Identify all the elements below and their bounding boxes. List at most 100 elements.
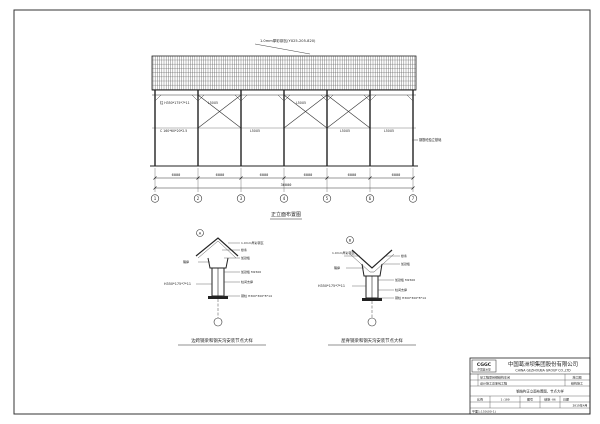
brace-label-2: L50X5: [250, 129, 260, 133]
axis-bubble-1: [150, 194, 160, 203]
front-elevation: 1.0mm厚彩钢瓦(YX25-205-820) 柱 H350*175*7*11 …: [150, 38, 441, 220]
knee-right-4: [283, 94, 291, 102]
logo-sub: 中国葛洲坝: [478, 368, 491, 372]
discipline-cell: 结构施工: [571, 381, 583, 386]
detail-right-roof: [351, 249, 393, 269]
span-dim-2: 6000: [216, 173, 225, 177]
detail-left: A 1.0mm厚彩钢瓦 檩条 加劲板 隅撑 加劲板 M1500 H350*175…: [164, 229, 272, 346]
detail-left-label-stiffener: 加劲板: [241, 255, 250, 260]
detail-right-gutter: [361, 263, 383, 277]
axis-bubble-6: [365, 194, 375, 203]
scale-value: 1:100: [500, 398, 509, 402]
scale-label: 比例: [477, 397, 483, 402]
detail-right-label-bracing: 柱间支撑: [395, 287, 407, 292]
dim-tick-3: [239, 176, 243, 180]
dimension-lines: [153, 168, 415, 192]
detail-right-bubble-label: B: [349, 239, 352, 243]
dim-tick-4: [282, 176, 286, 180]
knee-right-5: [326, 94, 334, 102]
roof-sheeting: [151, 55, 417, 91]
detail-right-label-stiffener: 加劲板: [401, 261, 410, 266]
knee-right-2: [197, 94, 205, 102]
brace-label-5: L50X5: [384, 129, 394, 133]
detail-right-roof-2: [349, 253, 395, 273]
knee-left-7: [406, 94, 414, 102]
elevation-title: 正立面布置图: [271, 211, 301, 218]
dim-tick-total-end: [411, 186, 415, 190]
detail-left-title: 边跨钢梁和钢天沟安装节点大样: [191, 337, 253, 344]
foundation-note: 钢筋砼独立基础: [419, 137, 441, 142]
brace-label-3: L50X5: [296, 101, 306, 105]
dim-tick-5: [325, 176, 329, 180]
brace-label-1: L50X5: [208, 101, 218, 105]
axis-label-4: 4: [283, 196, 286, 201]
total-dim: 36000: [281, 183, 292, 187]
roof-leader: [254, 43, 311, 55]
detail-right-leaders: [344, 255, 400, 299]
detail-left-label-bracing: 柱间支撑: [241, 279, 253, 284]
detail-left-label-column: 钢柱 H300*300*8*14: [241, 293, 272, 298]
axis-label-6: 6: [369, 196, 372, 201]
detail-left-bubble-label: A: [199, 232, 202, 236]
detail-right-bubble: [346, 236, 354, 244]
axis-bubbles: [150, 194, 418, 203]
detail-right-base: [362, 298, 382, 301]
knee-left-5: [320, 94, 328, 102]
detail-right-label-purlin: 檩条: [401, 253, 407, 258]
detail-left-label-sheet: 1.0mm厚彩钢瓦: [241, 240, 264, 245]
axis-bubble-7: [408, 194, 418, 203]
roof-note: 1.0mm厚彩钢瓦(YX25-205-820): [260, 38, 316, 43]
dim-tick-1: [153, 176, 157, 180]
knee-left-2: [191, 94, 199, 102]
drawing-name: 钢结构正立面布置图、节点大样: [516, 389, 564, 394]
axis-bubble-2: [193, 194, 203, 203]
axis-label-2: 2: [197, 196, 200, 201]
detail-left-label-brace: 隅撑: [183, 259, 189, 264]
stage-cell: 施工图: [572, 375, 581, 380]
sheet-border: [13, 9, 591, 415]
span-dim-5: 6000: [348, 173, 357, 177]
logo-text: CGGC: [477, 362, 492, 368]
detail-right-label-brace: 隅撑: [334, 265, 340, 270]
dim-tick-7: [411, 176, 415, 180]
brace-b-1: [197, 94, 242, 129]
axis-label-5: 5: [326, 196, 329, 201]
detail-left-label-beam: H350*175*7*11: [164, 282, 191, 286]
project-line-2: 设计施工总承包工程: [480, 381, 507, 386]
date-value: 2019年4月: [572, 403, 587, 408]
detail-right-label-column: 钢柱 H300*300*8*14: [395, 295, 426, 300]
project-line-1: 某工程项目钢结构车间: [480, 375, 510, 380]
detail-left-label-stiffener-m: 加劲板 M1500: [241, 269, 261, 274]
axis-label-1: 1: [154, 196, 157, 201]
brace-b-2: [283, 94, 328, 129]
detail-right-title: 屋脊钢梁和钢天沟安装节点大样: [341, 337, 403, 344]
span-dim-6: 6000: [392, 173, 401, 177]
knee-right-3: [240, 94, 248, 102]
company-name-cn: 中国葛洲坝集团股份有限公司: [508, 360, 578, 368]
brace-label-4: L50X5: [340, 129, 350, 133]
detail-left-bubble: [196, 229, 204, 237]
dim-tick-total-start: [153, 186, 157, 190]
title-block: CGGC 中国葛洲坝 中国葛洲坝集团股份有限公司 CHINA GEZHOUBA …: [469, 357, 591, 415]
axis-bubble-3: [236, 194, 246, 203]
brace-b-3: [326, 94, 371, 129]
dim-tick-2: [196, 176, 200, 180]
detail-left-roof: [195, 237, 239, 257]
detail-left-leaders: [196, 242, 240, 297]
sheet-label: 图号: [527, 397, 533, 402]
axis-label-7: 7: [412, 196, 415, 201]
knee-left-3: [234, 94, 242, 102]
sheet-value: 结施-06: [544, 397, 556, 402]
span-dim-4: 6000: [304, 173, 313, 177]
detail-left-gutter: [207, 257, 229, 269]
detail-left-base: [208, 296, 228, 299]
date-label: 日期: [563, 397, 569, 402]
knee-left-4: [277, 94, 285, 102]
company-name-en: CHINA GEZHOUBA GROUP CO.,LTD: [515, 369, 571, 373]
detail-left-label-purlin: 檩条: [241, 247, 247, 252]
axis-bubble-5: [322, 194, 332, 203]
span-dim-1: 6000: [172, 173, 181, 177]
knee-right-1: [154, 94, 162, 102]
knee-right-6: [369, 94, 377, 102]
